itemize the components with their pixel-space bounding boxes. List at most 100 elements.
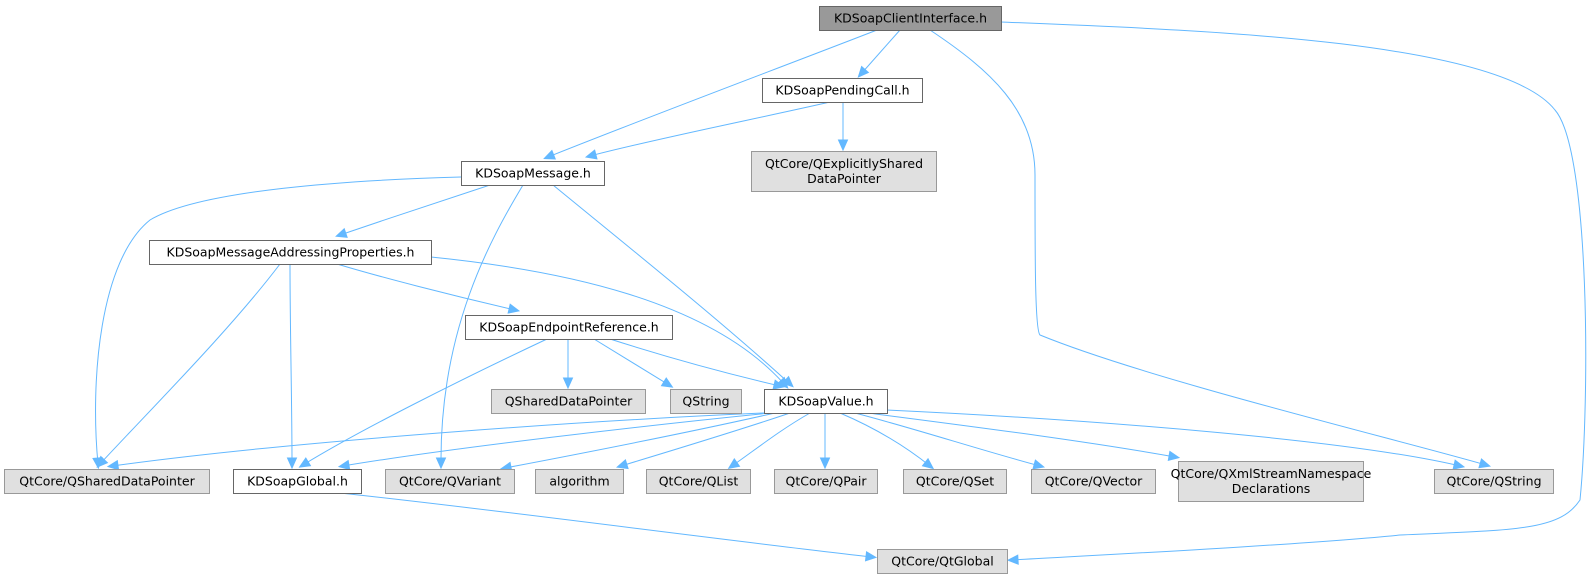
edge-endpoint-qsdp <box>562 339 574 390</box>
node-qstring[interactable]: QString <box>670 389 742 414</box>
node-label: QString <box>682 394 729 409</box>
node-box <box>764 389 888 414</box>
edge-value-qlist <box>727 412 811 470</box>
edge-endpoint-global <box>298 338 548 468</box>
node-pending[interactable]: KDSoapPendingCall.h <box>762 78 923 103</box>
edge-line <box>860 29 901 75</box>
node-box <box>1031 469 1156 494</box>
arrowhead-icon <box>584 149 598 160</box>
edge-client-qtstring <box>929 29 1492 469</box>
node-box <box>4 469 210 494</box>
node-box <box>233 469 362 494</box>
node-box <box>762 78 923 103</box>
edge-line <box>731 412 811 467</box>
node-box <box>465 315 673 340</box>
node-box <box>774 469 878 494</box>
node-label: QtCore/QString <box>1446 474 1541 489</box>
edge-line <box>620 412 791 467</box>
edge-pending-message <box>584 101 831 160</box>
edge-value-qtstring <box>886 409 1466 470</box>
edge-message-qtsdp <box>92 176 462 470</box>
edge-global-qtglobal <box>339 492 878 562</box>
node-global[interactable]: KDSoapGlobal.h <box>233 469 362 494</box>
edge-client-qtglobal <box>1000 21 1587 565</box>
node-qlist[interactable]: QtCore/QList <box>646 469 751 494</box>
edge-value-qvector <box>854 412 1046 470</box>
edge-value-qtsdp <box>106 412 765 471</box>
edge-client-message <box>543 29 878 160</box>
edge-line <box>430 256 786 386</box>
node-qsdp[interactable]: QSharedDataPointer <box>491 389 646 414</box>
edge-line <box>99 263 281 465</box>
node-label: QtCore/QList <box>659 474 739 489</box>
node-box <box>149 240 432 265</box>
edge-line <box>342 412 771 467</box>
node-label: KDSoapValue.h <box>778 394 873 409</box>
node-client[interactable]: KDSoapClientInterface.h <box>819 6 1002 31</box>
arrowhead-icon <box>335 227 348 238</box>
edge-line <box>1000 21 1587 561</box>
arrowhead-icon <box>1167 450 1181 462</box>
node-qvariant[interactable]: QtCore/QVariant <box>385 469 515 494</box>
edge-client-pending <box>857 29 901 78</box>
node-message[interactable]: KDSoapMessage.h <box>461 161 605 186</box>
edge-endpoint-qstring <box>593 338 674 388</box>
node-box <box>670 389 742 414</box>
node-label: QtCore/QExplicitlyShared <box>765 156 923 171</box>
node-qset[interactable]: QtCore/QSet <box>903 469 1007 494</box>
edge-line <box>886 409 1461 467</box>
node-label: KDSoapEndpointReference.h <box>479 320 658 335</box>
node-addr[interactable]: KDSoapMessageAddressingProperties.h <box>149 240 432 265</box>
edge-message-addr <box>335 184 491 238</box>
edge-message-value <box>552 184 794 388</box>
node-qtsdp[interactable]: QtCore/QSharedDataPointer <box>4 469 210 494</box>
arrowhead-icon <box>857 65 870 78</box>
edge-pending-expl <box>837 102 849 152</box>
node-qtstring[interactable]: QtCore/QString <box>1434 469 1554 494</box>
edge-value-qxml <box>867 412 1181 462</box>
node-box <box>819 6 1002 31</box>
node-label: DataPointer <box>807 171 882 186</box>
node-box <box>461 161 605 186</box>
edge-value-qpair <box>819 413 831 470</box>
arrowhead-icon <box>660 377 674 388</box>
edge-addr-qtsdp <box>96 263 281 468</box>
edge-line <box>289 263 293 465</box>
edge-line <box>111 412 765 467</box>
node-label: QtCore/QXmlStreamNamespace <box>1171 466 1372 481</box>
node-label: KDSoapGlobal.h <box>247 474 348 489</box>
edge-line <box>339 492 873 558</box>
node-algorithm[interactable]: algorithm <box>535 469 624 494</box>
node-qpair[interactable]: QtCore/QPair <box>774 469 878 494</box>
arrowhead-icon <box>562 377 574 390</box>
node-value[interactable]: KDSoapValue.h <box>764 389 888 414</box>
node-label: QtCore/QVector <box>1045 474 1143 489</box>
arrowhead-icon <box>1032 459 1046 470</box>
nodes-layer: KDSoapClientInterface.hKDSoapPendingCall… <box>4 6 1554 574</box>
node-box <box>535 469 624 494</box>
node-qvector[interactable]: QtCore/QVector <box>1031 469 1156 494</box>
node-qtglobal[interactable]: QtCore/QtGlobal <box>877 549 1008 574</box>
node-box <box>646 469 751 494</box>
edge-line <box>547 29 878 158</box>
node-label: KDSoapMessageAddressingProperties.h <box>167 245 415 260</box>
edge-message-qvariant <box>435 184 524 470</box>
arrowhead-icon <box>106 459 120 471</box>
node-label: KDSoapClientInterface.h <box>834 11 987 26</box>
arrowhead-icon <box>1478 458 1492 469</box>
node-box <box>385 469 515 494</box>
edge-value-algorithm <box>616 412 791 470</box>
edges-layer <box>92 21 1587 565</box>
arrowhead-icon <box>727 457 741 470</box>
edge-endpoint-value <box>609 338 786 390</box>
arrowhead-icon <box>435 457 447 470</box>
node-box <box>903 469 1007 494</box>
node-label: QtCore/QSharedDataPointer <box>19 474 195 489</box>
node-endpoint[interactable]: KDSoapEndpointReference.h <box>465 315 673 340</box>
node-label: KDSoapMessage.h <box>475 166 591 181</box>
arrowhead-icon <box>96 455 109 468</box>
edge-line <box>589 101 831 157</box>
edge-line <box>302 338 548 466</box>
